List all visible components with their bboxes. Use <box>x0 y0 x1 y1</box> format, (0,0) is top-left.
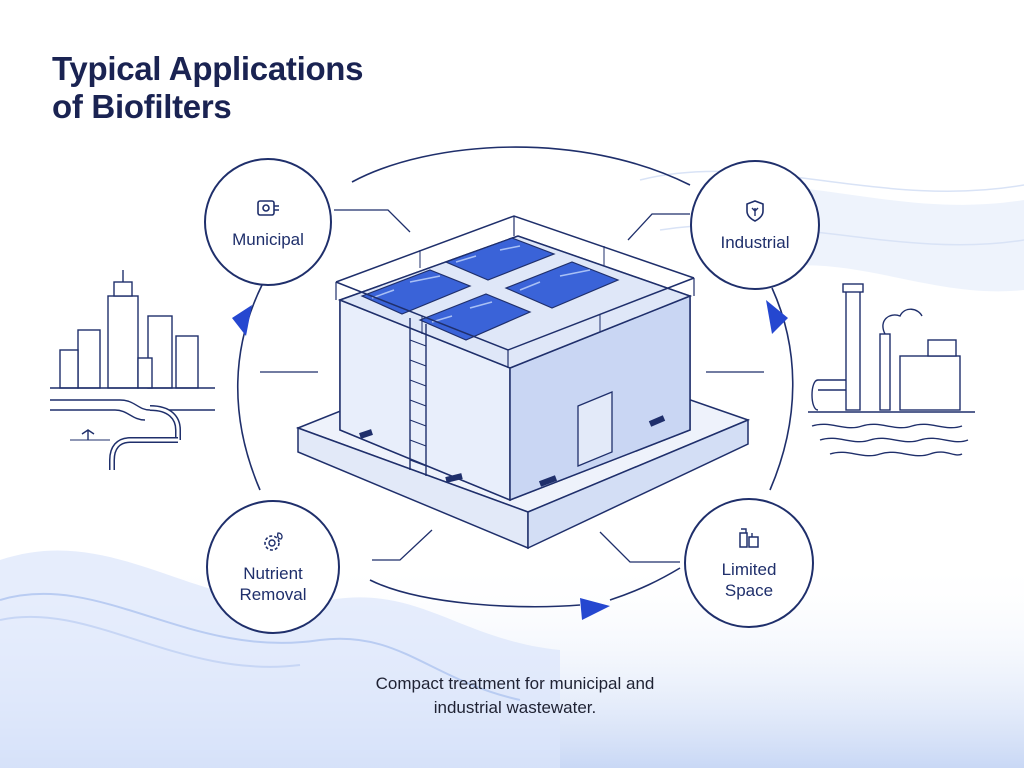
gear-leaf-icon <box>264 532 283 551</box>
node-municipal-label: Municipal <box>232 229 304 249</box>
flow-cycle <box>237 146 794 608</box>
node-nutrient-label-line-2: Removal <box>239 585 307 604</box>
connectors <box>260 209 764 563</box>
node-industrial-label: Industrial <box>720 232 790 252</box>
node-municipal: Municipal <box>204 158 332 286</box>
title-line-2: of Biofilters <box>52 88 232 125</box>
connector-limited <box>599 531 680 563</box>
arc-bottom <box>369 579 581 608</box>
arc-right <box>769 287 794 491</box>
node-limited-label-line-2: Space <box>724 581 774 600</box>
compact-tanks-icon <box>739 528 759 548</box>
caption: Compact treatment for municipal and indu… <box>330 672 700 720</box>
industrial-plant-illustration <box>808 283 975 457</box>
city-skyline-illustration <box>50 270 215 470</box>
connector-municipal <box>334 209 411 233</box>
node-limited-space: Limited Space <box>684 498 814 628</box>
node-nutrient-label: Nutrient Removal <box>239 563 306 605</box>
arrow-left <box>232 305 252 336</box>
connector-nutrient <box>372 529 433 561</box>
node-limited-label-line-1: Limited <box>721 560 777 579</box>
node-nutrient-label-line-1: Nutrient <box>243 564 303 583</box>
connector-industrial <box>627 213 690 241</box>
arrow-right <box>766 300 788 334</box>
node-industrial: Industrial <box>690 160 820 290</box>
pipe-valve-icon <box>257 199 279 216</box>
page-title: Typical Applications of Biofilters <box>52 50 364 126</box>
caption-line-1: Compact treatment for municipal and <box>375 674 655 693</box>
arc-bottom-right <box>609 567 681 601</box>
shield-leaf-icon <box>746 199 764 222</box>
caption-line-2: industrial wastewater. <box>433 698 597 717</box>
arc-top <box>351 146 691 186</box>
title-line-1: Typical Applications <box>52 50 364 87</box>
node-nutrient-removal: Nutrient Removal <box>206 500 340 634</box>
arc-left <box>237 284 263 491</box>
biofilter-tank-illustration <box>295 215 751 550</box>
node-limited-label: Limited Space <box>722 559 777 601</box>
arrow-bottom <box>580 598 610 620</box>
